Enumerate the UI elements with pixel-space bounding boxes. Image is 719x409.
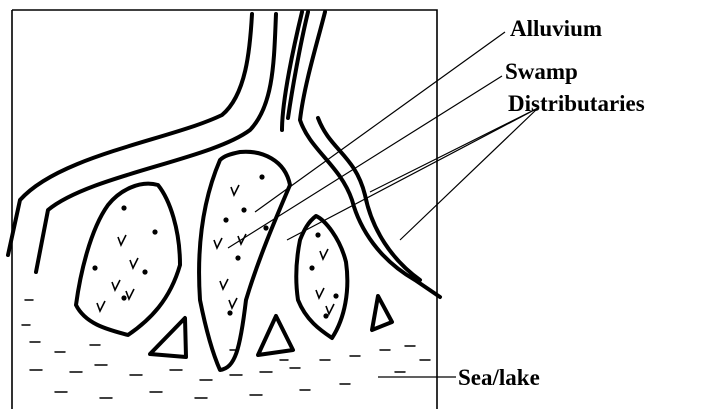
island-shapes [76,152,347,370]
distributaries-label: Distributaries [508,92,645,115]
alluvium-label: Alluvium [510,17,602,40]
distributary-channels [8,12,440,297]
sand-bars [150,296,392,357]
distributaries-leader-3 [400,108,538,240]
island-right [296,216,347,338]
swamp-label: Swamp [505,60,578,83]
sea-lake-label: Sea/lake [458,366,540,389]
island-left [76,184,180,335]
distributaries-leader-2 [370,108,538,192]
diagram-frame [12,10,437,409]
island-centre [199,152,290,370]
swamp-leader [228,76,502,248]
